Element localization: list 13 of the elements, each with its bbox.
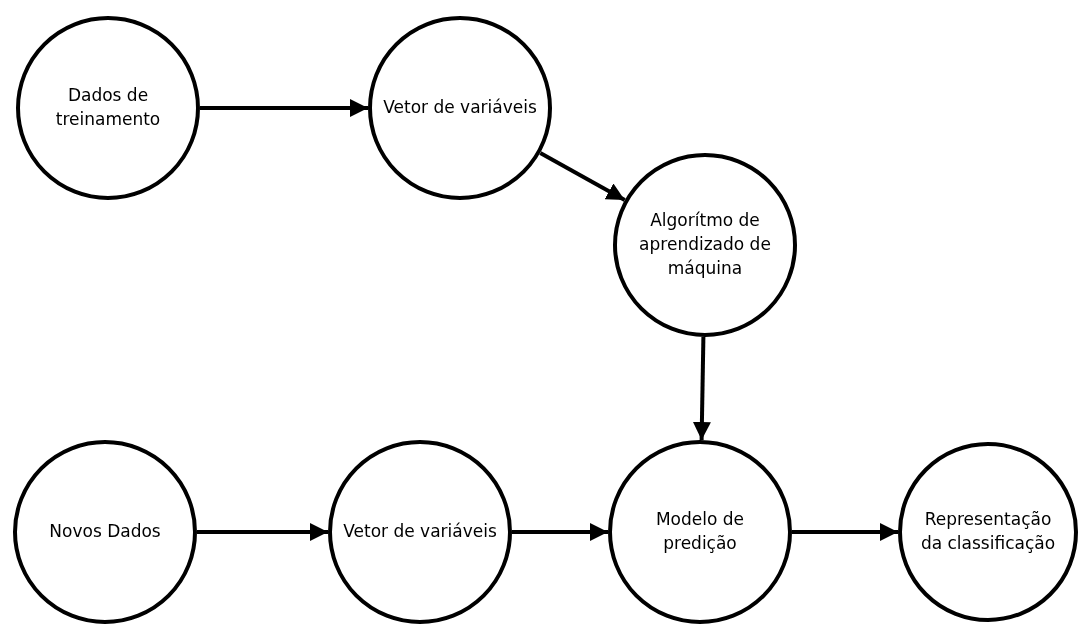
node-label: Novos Dados: [48, 520, 162, 544]
node-label: Vetor de variáveis: [382, 96, 538, 120]
node-label: Modelo de predição: [654, 508, 746, 555]
node-label: Algorítmo de aprendizado de máquina: [638, 209, 772, 280]
arrow: [197, 523, 328, 541]
arrow: [692, 336, 711, 441]
node-label: Vetor de variáveis: [342, 520, 498, 544]
node-label: Dados de treinamento: [54, 84, 162, 131]
node-label: Representação da classificação: [919, 508, 1057, 555]
arrow: [512, 523, 608, 541]
arrow: [200, 99, 368, 117]
arrow: [792, 523, 898, 541]
arrow: [539, 151, 626, 202]
